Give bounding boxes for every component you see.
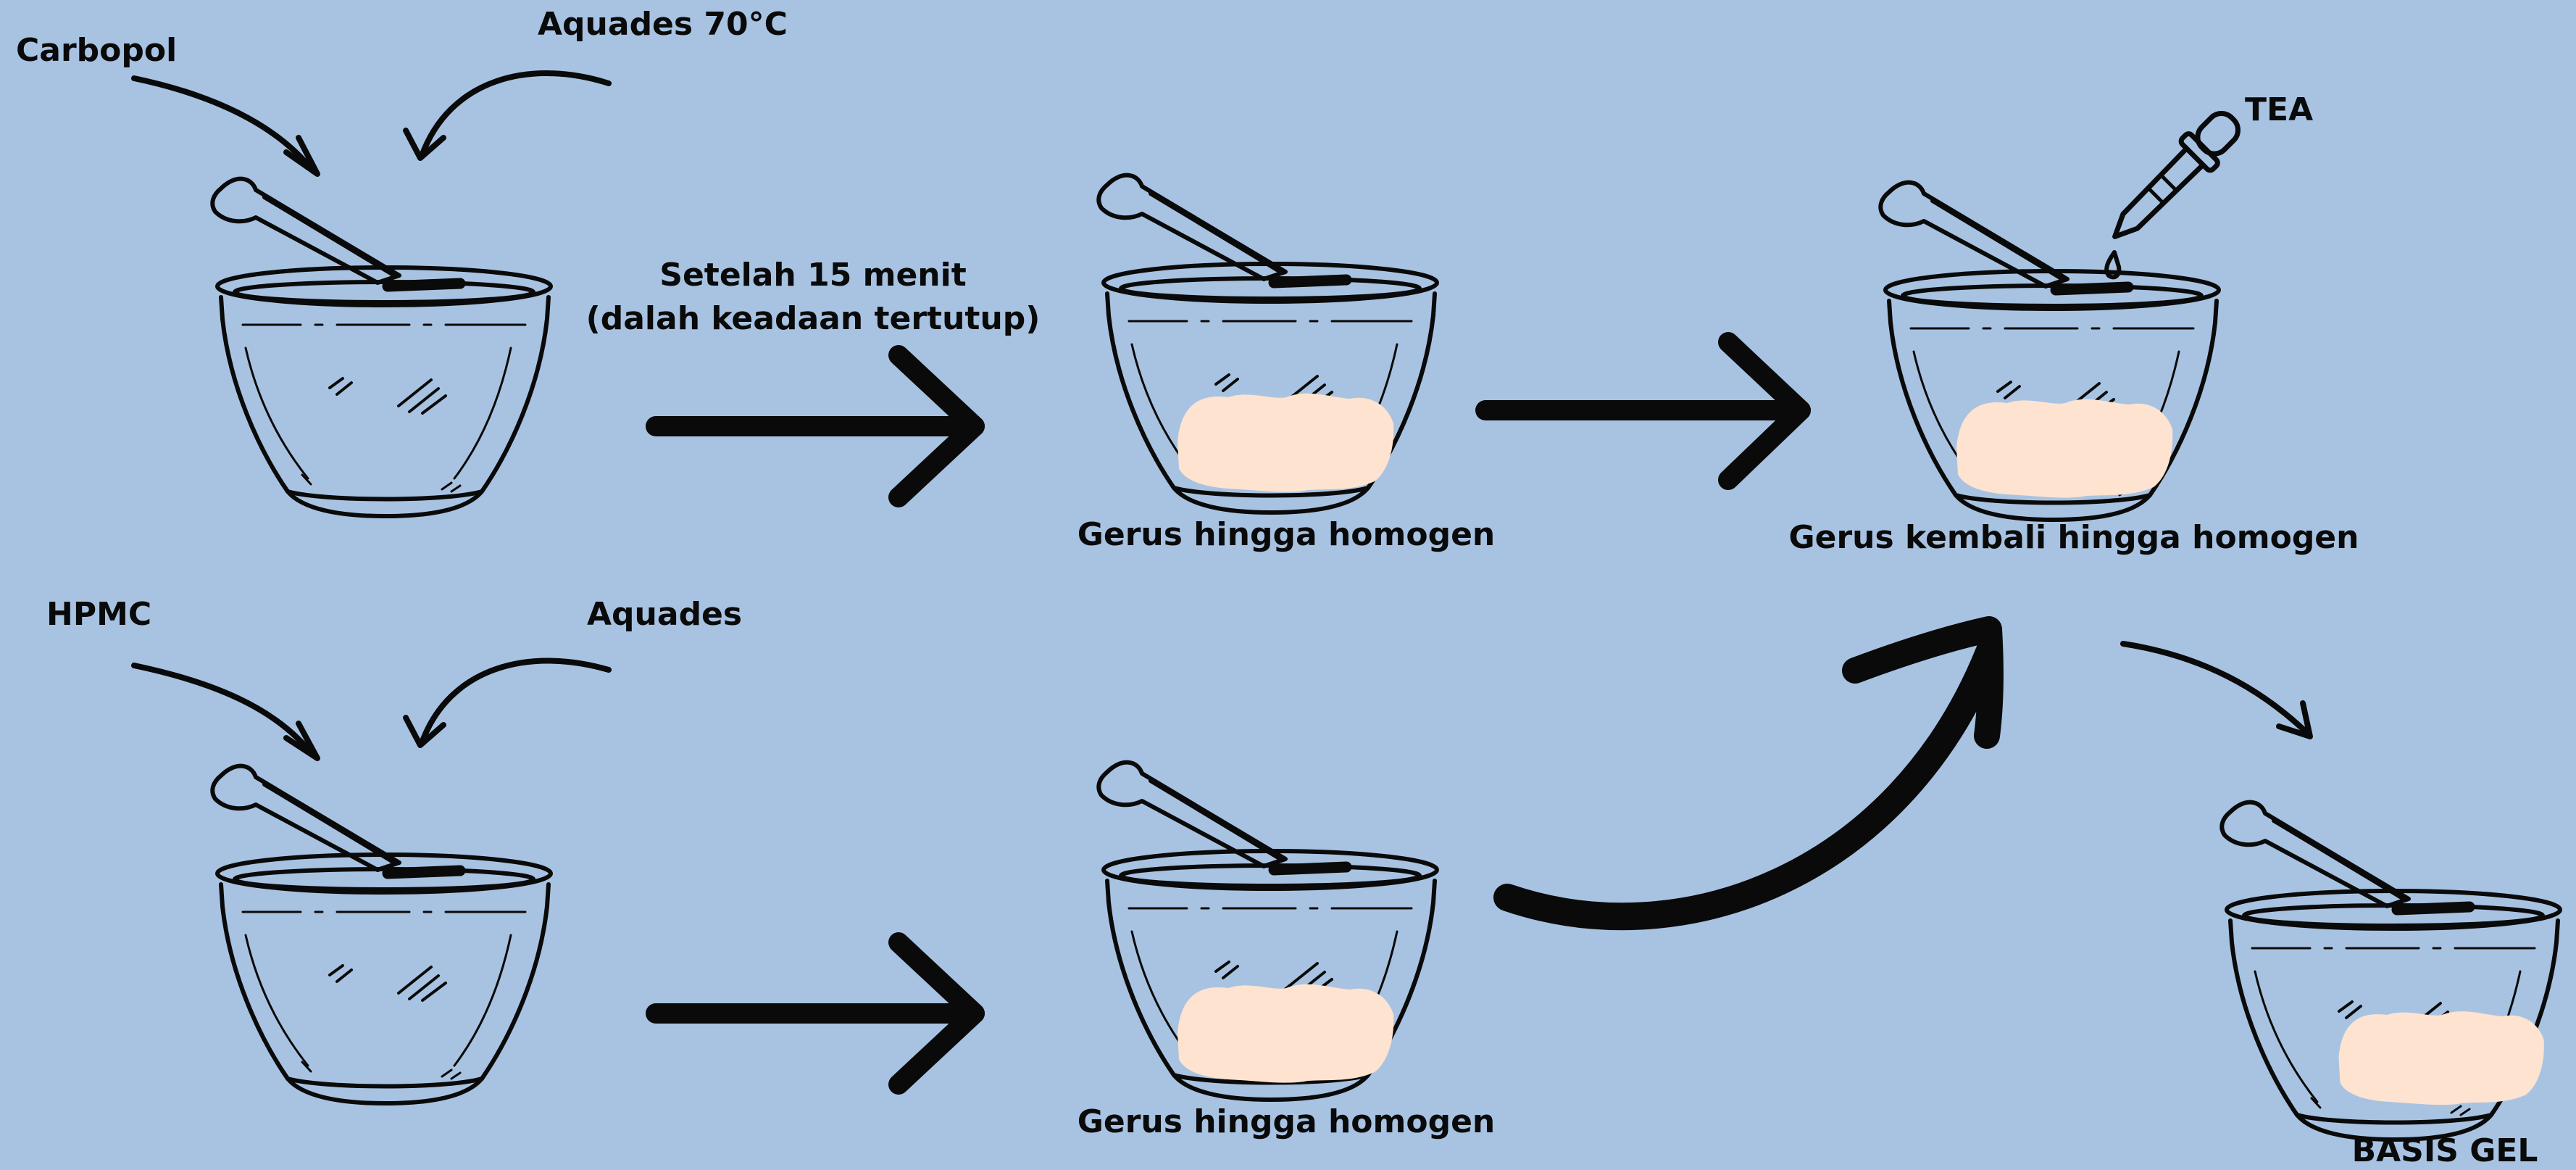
label-grind-bottom: Gerus hingga homogen bbox=[1077, 1103, 1496, 1142]
label-aquades: Aquades bbox=[587, 596, 742, 634]
label-carbopol: Carbopol bbox=[16, 32, 177, 70]
label-result: BASIS GEL bbox=[2352, 1132, 2538, 1170]
label-tea: TEA bbox=[2245, 91, 2313, 130]
paste-basis-gel bbox=[2339, 1011, 2544, 1105]
paste-tea bbox=[1956, 399, 2172, 498]
label-hpmc: HPMC bbox=[46, 596, 151, 634]
paste-top bbox=[1177, 394, 1393, 492]
label-wait-line1: Setelah 15 menit bbox=[659, 257, 967, 295]
paste-bottom bbox=[1177, 984, 1393, 1083]
label-grind-again: Gerus kembali hingga homogen bbox=[1789, 519, 2359, 557]
label-grind-top: Gerus hingga homogen bbox=[1077, 516, 1496, 555]
label-aquades-70c: Aquades 70°C bbox=[538, 6, 788, 44]
label-wait-line2: (dalah keadaan tertutup) bbox=[586, 300, 1041, 339]
